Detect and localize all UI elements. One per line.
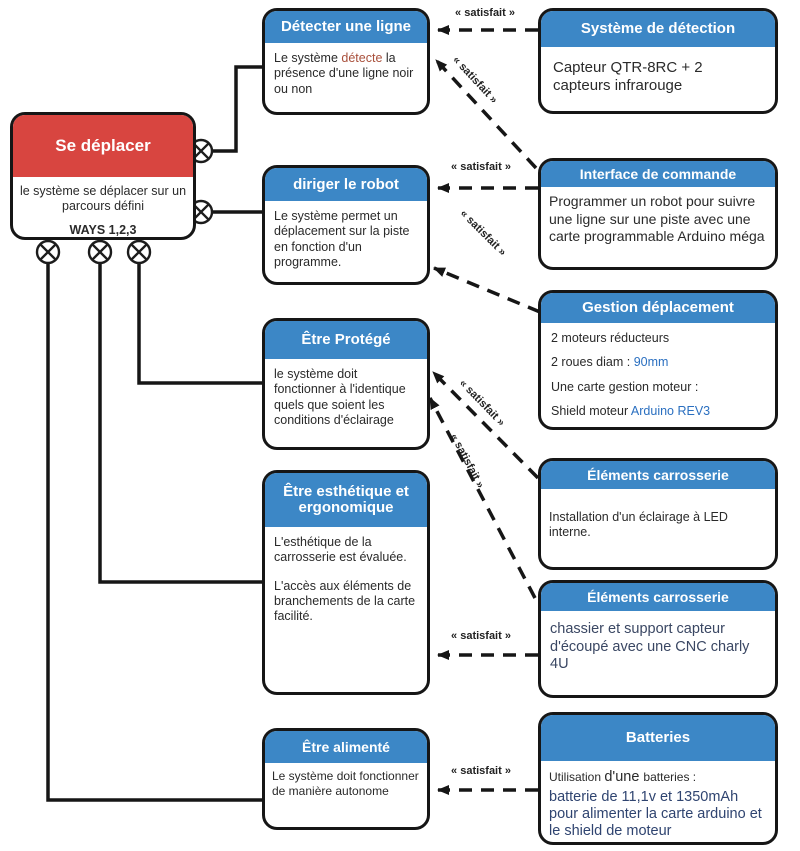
wire-root-to-protege <box>137 246 262 385</box>
port-icon <box>87 239 113 265</box>
node-title: Batteries <box>541 715 775 761</box>
satisfy-label: « satisfait » <box>451 161 511 173</box>
node-body-text: Le système doit fonctionner de manière a… <box>272 769 419 798</box>
node-systeme-de-detection[interactable]: Système de détection Capteur QTR-8RC + 2… <box>538 8 778 114</box>
satisfy-label: « satisfait » <box>455 7 515 19</box>
solid-connectors <box>46 65 262 802</box>
node-title: Éléments carrosserie <box>541 461 775 489</box>
node-title: Être alimenté <box>265 731 427 763</box>
node-title: Interface de commande <box>541 161 775 187</box>
node-title: Être Protégé <box>265 321 427 359</box>
node-ways-text: WAYS 1,2,3 <box>69 222 137 237</box>
node-batteries[interactable]: Batteries Utilisation d'une batteries : … <box>538 712 778 845</box>
node-title: Gestion déplacement <box>541 293 775 323</box>
node-detecter-une-ligne[interactable]: Détecter une ligne Le système détecte la… <box>262 8 430 115</box>
satisfy-connectors <box>428 25 541 795</box>
node-etre-esthetique[interactable]: Être esthétique et ergonomique L'esthéti… <box>262 470 430 695</box>
satisfy-carrosserie2-to-protege <box>428 397 537 599</box>
node-body-text: le système doit fonctionner à l'identiqu… <box>274 367 406 427</box>
node-se-deplacer[interactable]: Se déplacer le système se déplacer sur u… <box>10 112 196 240</box>
node-title: Éléments carrosserie <box>541 583 775 611</box>
port-icon <box>35 239 61 265</box>
node-interface-de-commande[interactable]: Interface de commande Programmer un robo… <box>538 158 778 270</box>
satisfy-gestion-to-diriger <box>433 266 541 314</box>
node-body-text: Le système détecte la présence d'une lig… <box>274 51 414 96</box>
node-diriger-le-robot[interactable]: diriger le robot Le système permet un dé… <box>262 165 430 285</box>
satisfy-label: « satisfait » <box>451 765 511 777</box>
node-title: Système de détection <box>541 11 775 47</box>
node-elements-carrosserie-2[interactable]: Éléments carrosserie chassier et support… <box>538 580 778 698</box>
node-body-text: Le système permet un déplacement sur la … <box>274 209 410 269</box>
node-body-text: Utilisation d'une batteries : batterie d… <box>549 769 762 840</box>
node-body-text: L'esthétique de la carrosserie est évalu… <box>274 535 416 623</box>
wire-root-to-esthetique <box>98 246 262 584</box>
node-body-text: Installation d'un éclairage à LED intern… <box>549 509 728 539</box>
node-elements-carrosserie-1[interactable]: Éléments carrosserie Installation d'un é… <box>538 458 778 570</box>
node-body-text: Capteur QTR-8RC + 2 capteurs infrarouge <box>553 59 703 95</box>
node-body-text: chassier et support capteur d'écoupé ave… <box>550 621 750 673</box>
node-etre-protege[interactable]: Être Protégé le système doit fonctionner… <box>262 318 430 450</box>
node-body-text: Programmer un robot pour suivre une lign… <box>549 193 765 244</box>
wire-root-to-alimente <box>46 246 262 802</box>
node-title: Être esthétique et ergonomique <box>265 473 427 527</box>
satisfy-label: « satisfait » <box>451 630 511 642</box>
node-gestion-deplacement[interactable]: Gestion déplacement 2 moteurs réducteurs… <box>538 290 778 430</box>
satisfy-interface-to-detecter <box>434 58 538 170</box>
port-icon <box>126 239 152 265</box>
node-title: Détecter une ligne <box>265 11 427 43</box>
node-title: Se déplacer <box>13 115 193 177</box>
satisfy-carrosserie1-to-protege <box>431 370 540 480</box>
node-body-text: 2 moteurs réducteurs 2 roues diam : 90mm… <box>551 331 711 418</box>
node-body-text: le système se déplacer sur un parcours d… <box>19 184 187 214</box>
wire-root-to-detecter <box>196 65 262 153</box>
node-etre-alimente[interactable]: Être alimenté Le système doit fonctionne… <box>262 728 430 830</box>
node-title: diriger le robot <box>265 168 427 201</box>
